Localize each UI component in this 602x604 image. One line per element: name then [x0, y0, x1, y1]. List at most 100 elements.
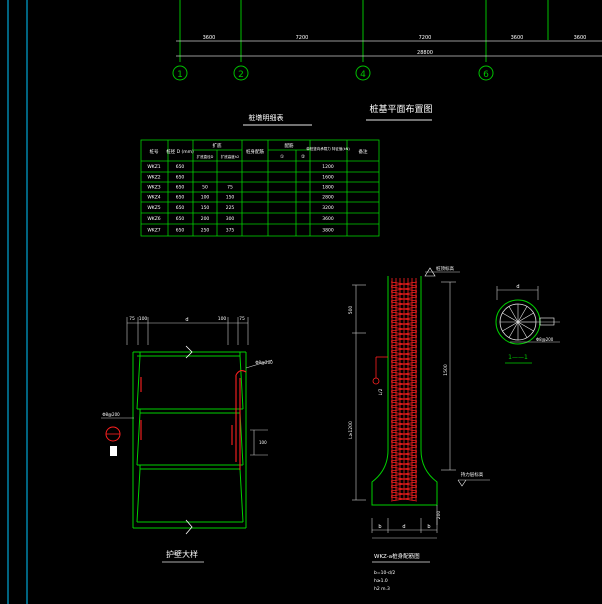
pile-title: WKZ-a桩身配筋图: [374, 552, 420, 560]
rebar-line: [390, 411, 418, 417]
rebar-line: [390, 341, 418, 347]
section-dim-d: d: [516, 284, 519, 290]
rebar-line: [390, 311, 418, 317]
axis-bubble-6: 6: [478, 65, 494, 81]
rw-dim-4: 100: [218, 316, 227, 322]
table-cell: WKZ4: [147, 195, 160, 201]
rebar-line: [390, 291, 418, 297]
rw-label-left: Φ8@200: [102, 412, 120, 417]
rebar-line: [390, 386, 418, 392]
rebar-line: [390, 376, 418, 382]
rw-dim-d: d: [185, 317, 188, 323]
rebar-cage: [390, 278, 418, 502]
rebar-line: [390, 491, 418, 497]
plan-title: 桩基平面布置图: [369, 103, 432, 115]
pile-top-label: 桩顶标高: [436, 265, 454, 272]
rebar-line: [390, 336, 418, 342]
rebar-line: [390, 321, 418, 327]
rw-dim-1: 75: [129, 316, 135, 322]
rebar-line: [390, 451, 418, 457]
rebar-line: [390, 401, 418, 407]
rebar-line: [390, 456, 418, 462]
th-rebar: 配筋: [285, 142, 294, 149]
rebar-line: [390, 316, 418, 322]
table-cell: 100: [201, 195, 210, 201]
rebar-line: [390, 381, 418, 387]
table-cell: 2800: [322, 195, 334, 201]
rebar-line: [390, 391, 418, 397]
table-cell: 3200: [322, 205, 334, 211]
rebar-line: [390, 476, 418, 482]
pile-table: [140, 139, 380, 237]
dim-total: 28800: [417, 50, 433, 56]
table-header: 桩号 桩径 D (mm) 扩底 桩身配筋 配筋 单桩竖向承载力 特征值(kN) …: [150, 142, 368, 160]
dim-top-1: 3600: [203, 35, 216, 41]
section-spoke: [517, 312, 534, 323]
th-sub-1: ①: [280, 154, 284, 160]
rebar-line: [390, 356, 418, 362]
rw-dim-2: 100: [139, 316, 148, 322]
section-spoke: [502, 312, 519, 323]
axis-bubble-1: 1: [172, 65, 188, 81]
rebar-line: [390, 371, 418, 377]
circular-section-1-1: d Φ8@200 1——1: [495, 284, 560, 364]
section-spoke: [517, 321, 528, 338]
table-cell: 150: [201, 205, 210, 211]
rebar-line: [390, 471, 418, 477]
rw-title: 护壁大样: [166, 549, 198, 559]
th-body-rebar: 桩身配筋: [246, 148, 264, 155]
rebar-line: [390, 486, 418, 492]
table-cell: WKZ1: [147, 164, 160, 170]
table-cell: 1200: [322, 164, 334, 170]
rebar-line: [390, 366, 418, 372]
rebar-line: [390, 446, 418, 452]
rebar-line: [390, 296, 418, 302]
svg-text:4: 4: [360, 70, 366, 80]
table-cell: 650: [176, 195, 185, 201]
retaining-wall-detail: 75 100 d 100 75: [101, 316, 273, 563]
rebar-line: [390, 396, 418, 402]
section-rebar-label: Φ8@200: [536, 337, 554, 342]
rebar-line: [390, 306, 418, 312]
rebar-line: [390, 441, 418, 447]
section-spoke: [517, 306, 528, 323]
rebar-line: [390, 346, 418, 352]
table-cell: 650: [176, 185, 185, 191]
table-cell: 375: [226, 228, 235, 234]
section-spoke: [508, 321, 519, 338]
table-cell: WKZ6: [147, 216, 160, 222]
pile-note-2: h≥1.0: [374, 578, 388, 584]
table-cell: 650: [176, 216, 185, 222]
th-sub-expand-d: 扩底直径D: [197, 154, 214, 159]
rebar-line: [390, 331, 418, 337]
table-cell: WKZ5: [147, 205, 160, 211]
rebar-line: [390, 461, 418, 467]
rebar-line: [390, 496, 418, 502]
dim-top-4: 3600: [511, 35, 524, 41]
th-diameter: 桩径 D (mm): [166, 148, 194, 155]
section-spoke: [517, 321, 534, 332]
th-sub-2: ②: [301, 154, 305, 160]
pile-bottom-label: 持力层标高: [461, 471, 484, 478]
pile-section-detail: 500 L/2 L≥1200 1500 200 桩顶标高 持力层标高: [348, 265, 490, 592]
table-cell: 650: [176, 228, 185, 234]
table-title: 桩墩明细表: [249, 113, 284, 122]
rebar-line: [390, 281, 418, 287]
th-expand: 扩底: [213, 142, 222, 149]
table-cell: 650: [176, 164, 185, 170]
pile-dim-1500: 1500: [443, 364, 449, 376]
rebar-line: [390, 431, 418, 437]
section-label: 1——1: [508, 354, 528, 361]
section-spoke: [508, 306, 519, 323]
rebar-line: [390, 416, 418, 422]
table-cell: 250: [201, 228, 210, 234]
dim-top-2: 7200: [296, 35, 309, 41]
rebar-line: [390, 351, 418, 357]
table-cell: 225: [226, 205, 235, 211]
pile-dim-b-right: b: [427, 524, 430, 530]
section-spoke: [502, 321, 519, 332]
pile-dim-l: L≥1200: [348, 421, 354, 439]
pile-dim-b-left: b: [378, 524, 381, 530]
